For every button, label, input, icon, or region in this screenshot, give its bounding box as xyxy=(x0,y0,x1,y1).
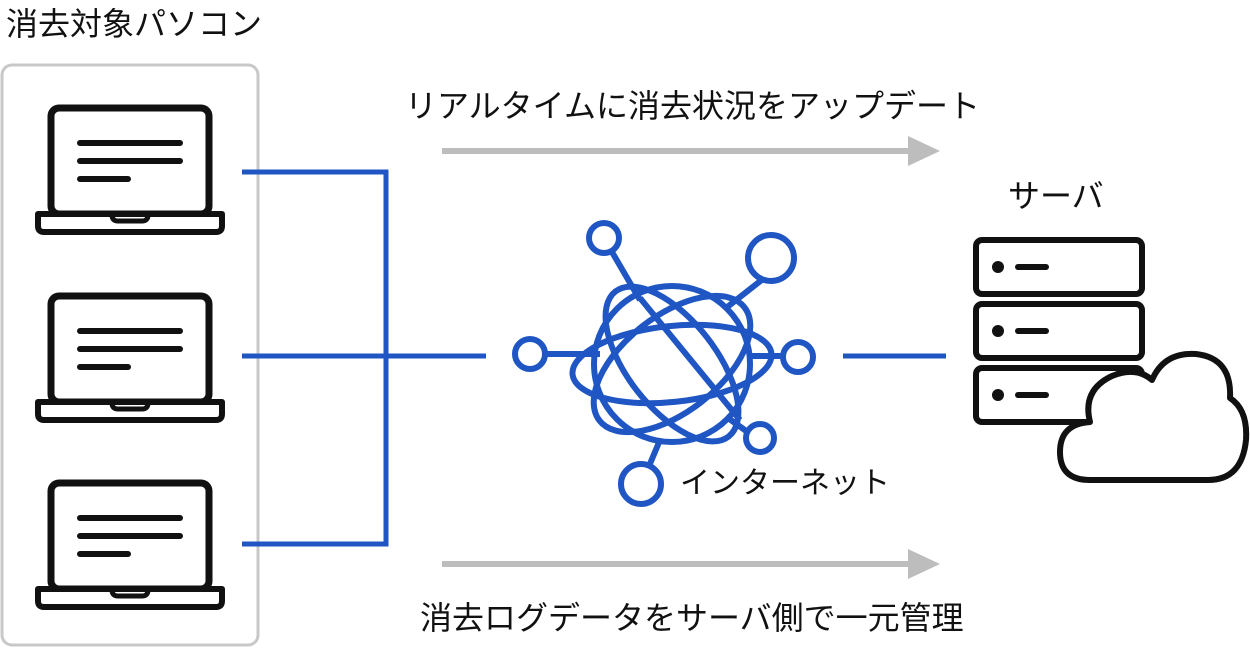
laptop-icon xyxy=(35,292,225,423)
arrow-right-icon xyxy=(442,549,940,579)
laptop-icon xyxy=(35,104,225,235)
cloud-icon xyxy=(1057,350,1250,483)
laptop-icon xyxy=(35,479,225,610)
internet-label: インターネット xyxy=(680,466,890,501)
arrow-right-icon xyxy=(442,136,940,166)
central-log-management-label: 消去ログデータをサーバ側で一元管理 xyxy=(420,599,964,637)
connector-lines xyxy=(242,169,946,547)
device-group-label: 消去対象パソコン xyxy=(6,5,263,43)
globe-network-icon xyxy=(512,220,816,507)
realtime-update-label: リアルタイムに消去状況をアップデート xyxy=(405,87,981,125)
server-label: サーバ xyxy=(1008,177,1104,215)
